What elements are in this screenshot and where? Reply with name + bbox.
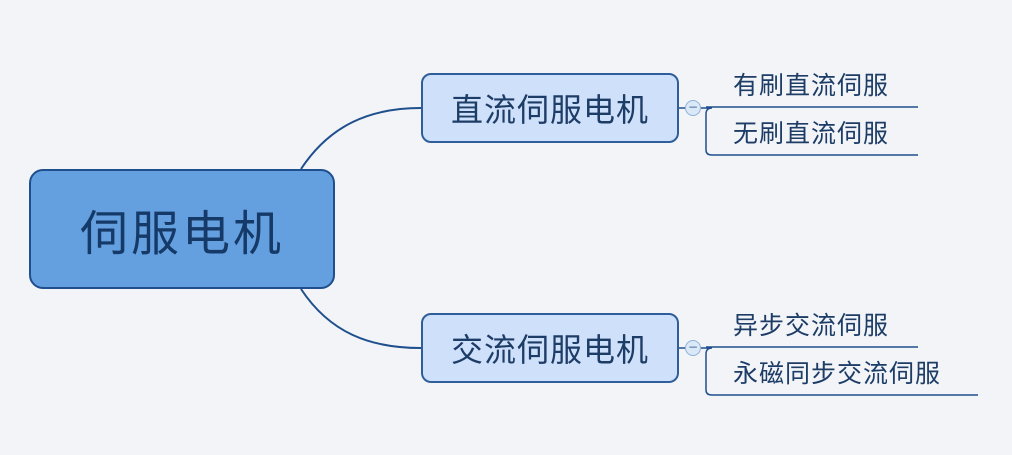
collapse-toggle-icon[interactable]: −	[685, 340, 701, 356]
collapse-toggle-icon[interactable]: −	[685, 100, 701, 116]
branch-topic-ac-servo[interactable]: 交流伺服电机	[421, 313, 679, 383]
subtopic-pm-sync-ac-servo[interactable]: 永磁同步交流伺服	[733, 359, 942, 388]
subtopic-async-ac-servo[interactable]: 异步交流伺服	[733, 311, 890, 340]
subtopic-brushless-dc-servo[interactable]: 无刷直流伺服	[733, 119, 890, 148]
connector-root-branch-1	[300, 288, 422, 349]
root-topic[interactable]: 伺服电机	[29, 169, 335, 289]
connector-root-branch-0	[300, 107, 422, 170]
branch-topic-dc-servo[interactable]: 直流伺服电机	[421, 73, 679, 143]
connector-branch-1-children	[701, 347, 978, 396]
connector-branch-0-children	[701, 107, 918, 156]
subtopic-brushed-dc-servo[interactable]: 有刷直流伺服	[733, 71, 890, 100]
